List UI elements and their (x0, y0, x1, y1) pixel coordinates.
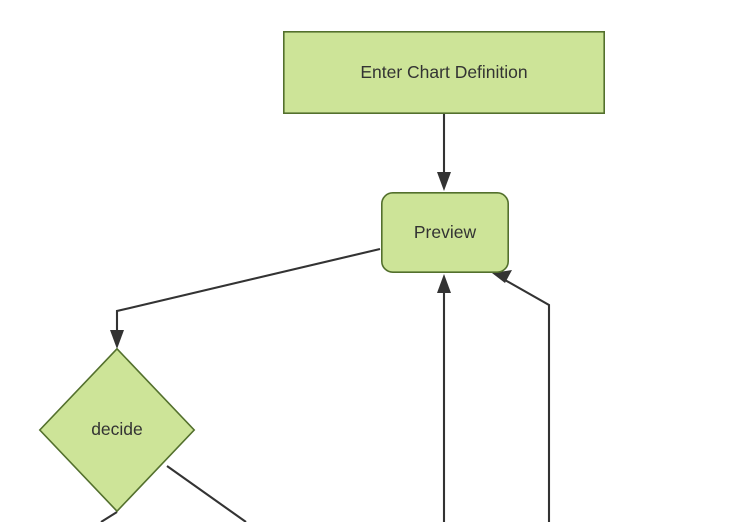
edge-line (115, 247, 381, 336)
edge-preview-to-decide (110, 247, 381, 349)
edge-line (166, 465, 247, 522)
node-decide[interactable]: decide (38, 347, 196, 513)
edge-decide-branch-right (166, 465, 247, 522)
node-label-decide: decide (91, 419, 143, 439)
node-preview[interactable]: Preview (380, 192, 509, 274)
arrowhead-icon (110, 330, 124, 349)
edge-enter-to-preview (437, 114, 451, 191)
edge-line (504, 279, 551, 522)
edge-line (100, 511, 118, 522)
arrowhead-icon (492, 270, 512, 283)
node-shape-rounded-rectangle (380, 192, 509, 274)
edge-decide-branch-left (100, 511, 118, 522)
node-enter-chart-definition[interactable]: Enter Chart Definition (282, 30, 605, 115)
arrowhead-icon (437, 172, 451, 191)
node-label-enter-chart-definition: Enter Chart Definition (360, 62, 527, 82)
node-label-preview: Preview (414, 222, 477, 242)
edge-return-center-to-preview (437, 274, 451, 522)
edge-return-right-to-preview (492, 270, 551, 522)
node-shape-diamond (38, 347, 196, 513)
arrowhead-icon (437, 274, 451, 293)
node-shape-rectangle (282, 30, 605, 115)
